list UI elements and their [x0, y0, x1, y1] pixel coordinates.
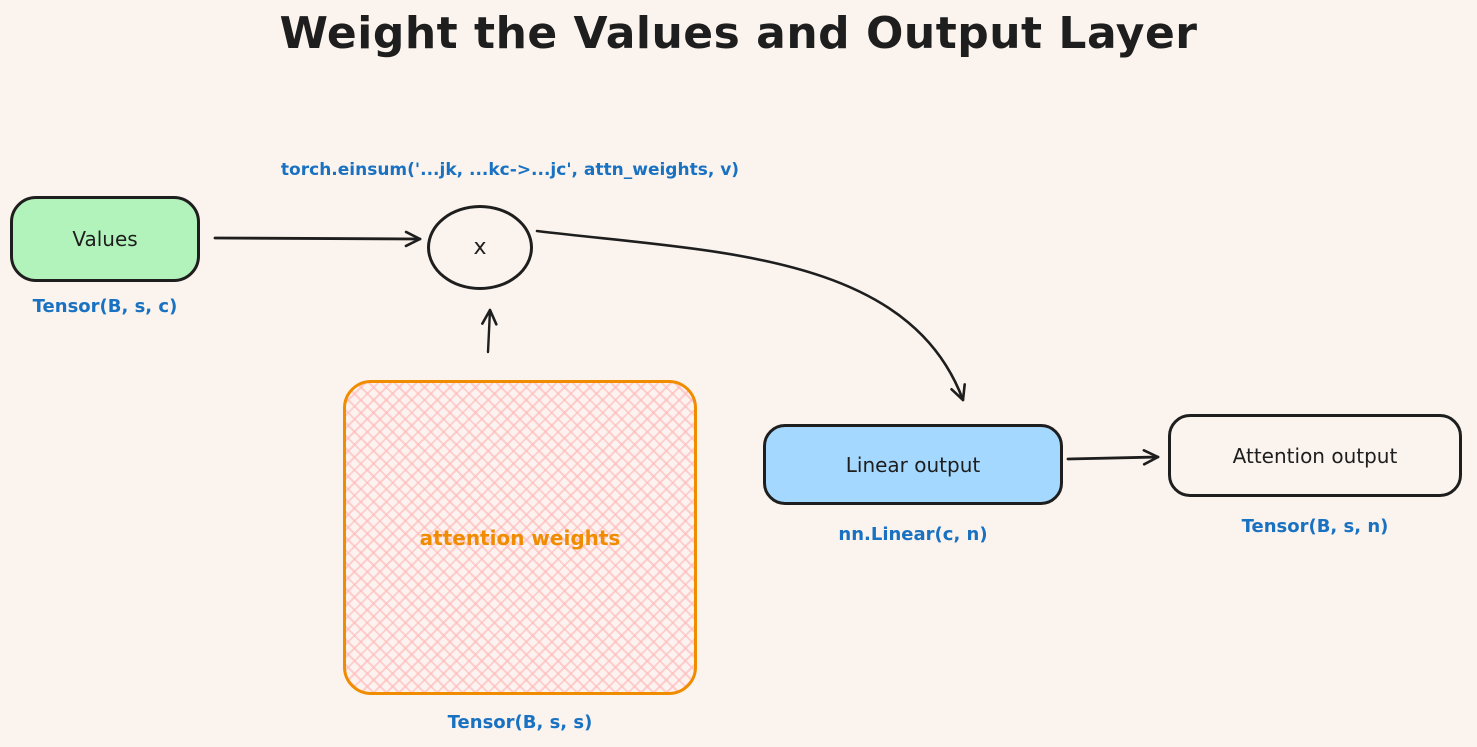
einsum-code-label: torch.einsum('...jk, ...kc->...jc', attn…: [280, 160, 740, 180]
attention-output-tensor-label: Tensor(B, s, n): [1241, 516, 1389, 537]
linear-output-code-label: nn.Linear(c, n): [838, 524, 988, 545]
multiply-to-linear-arrow: [535, 229, 966, 402]
values-to-multiply-arrow: [213, 230, 422, 248]
attention-weights-node: attention weights: [343, 380, 697, 695]
values-node: Values: [10, 196, 200, 282]
multiply-node: x: [427, 205, 533, 290]
diagram-title: Weight the Values and Output Layer: [279, 8, 1198, 59]
attention-weights-to-multiply-arrow: [481, 308, 498, 354]
linear-output-node: Linear output: [763, 424, 1063, 505]
values-tensor-label: Tensor(B, s, c): [32, 296, 178, 317]
attention-output-node-label: Attention output: [1232, 443, 1398, 468]
linear-to-attention-output-arrow: [1066, 449, 1160, 466]
attention-weights-node-label: attention weights: [419, 525, 621, 550]
values-node-label: Values: [72, 227, 138, 251]
linear-output-node-label: Linear output: [845, 452, 981, 477]
attention-weights-tensor-label: Tensor(B, s, s): [447, 712, 593, 733]
multiply-node-label: x: [473, 235, 487, 260]
attention-output-node: Attention output: [1168, 414, 1462, 497]
